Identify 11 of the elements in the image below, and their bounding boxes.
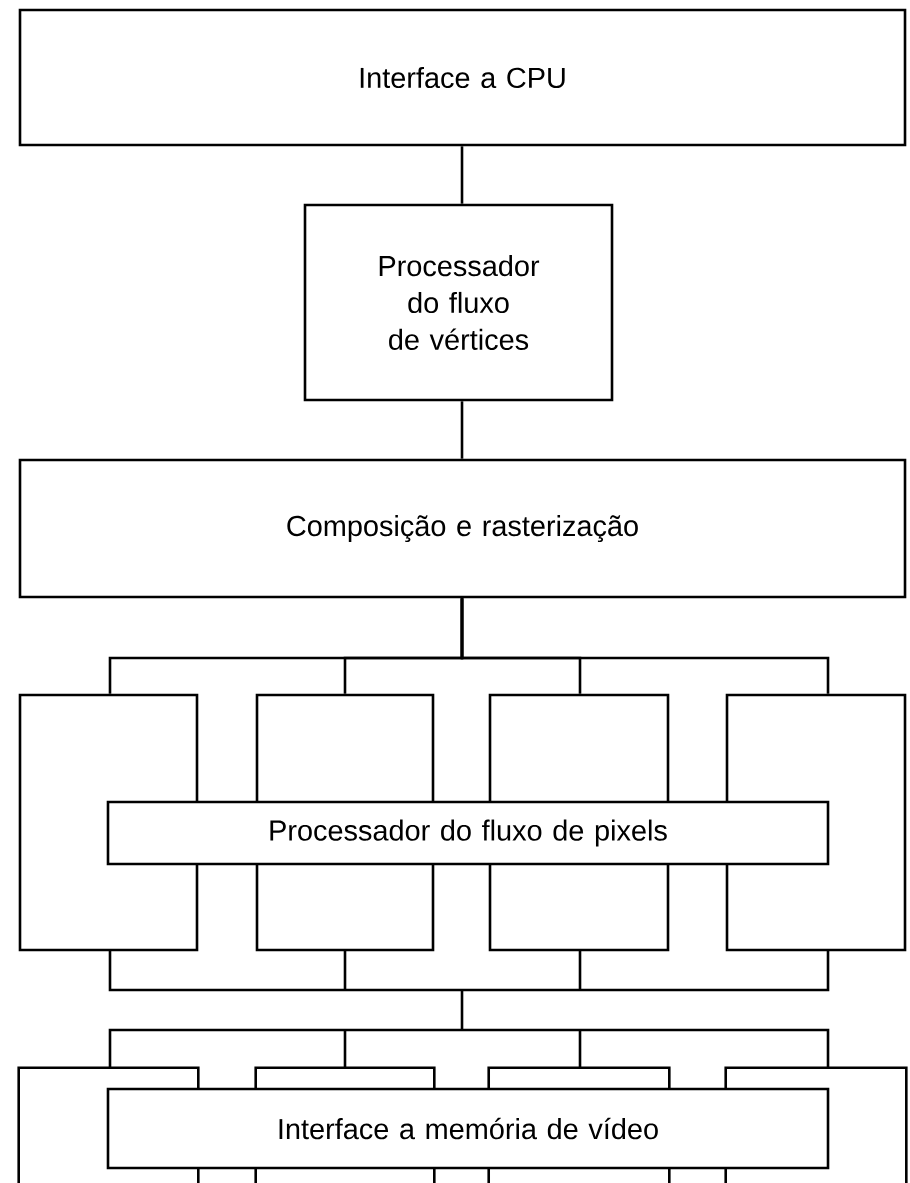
connector-line bbox=[460, 598, 830, 694]
process-box: Processador do fluxo de pixels bbox=[106, 800, 830, 866]
unit-box bbox=[725, 693, 907, 952]
connector-line bbox=[460, 401, 464, 459]
unit-box bbox=[18, 693, 199, 952]
process-box: Processador do fluxo de vértices bbox=[303, 203, 614, 402]
process-box: Interface a memória de vídeo bbox=[106, 1087, 830, 1170]
process-box: Composição e rasterização bbox=[18, 458, 907, 599]
process-box: Interface a CPU bbox=[18, 8, 907, 147]
connector-line bbox=[460, 146, 464, 204]
connector-line bbox=[108, 950, 830, 1069]
